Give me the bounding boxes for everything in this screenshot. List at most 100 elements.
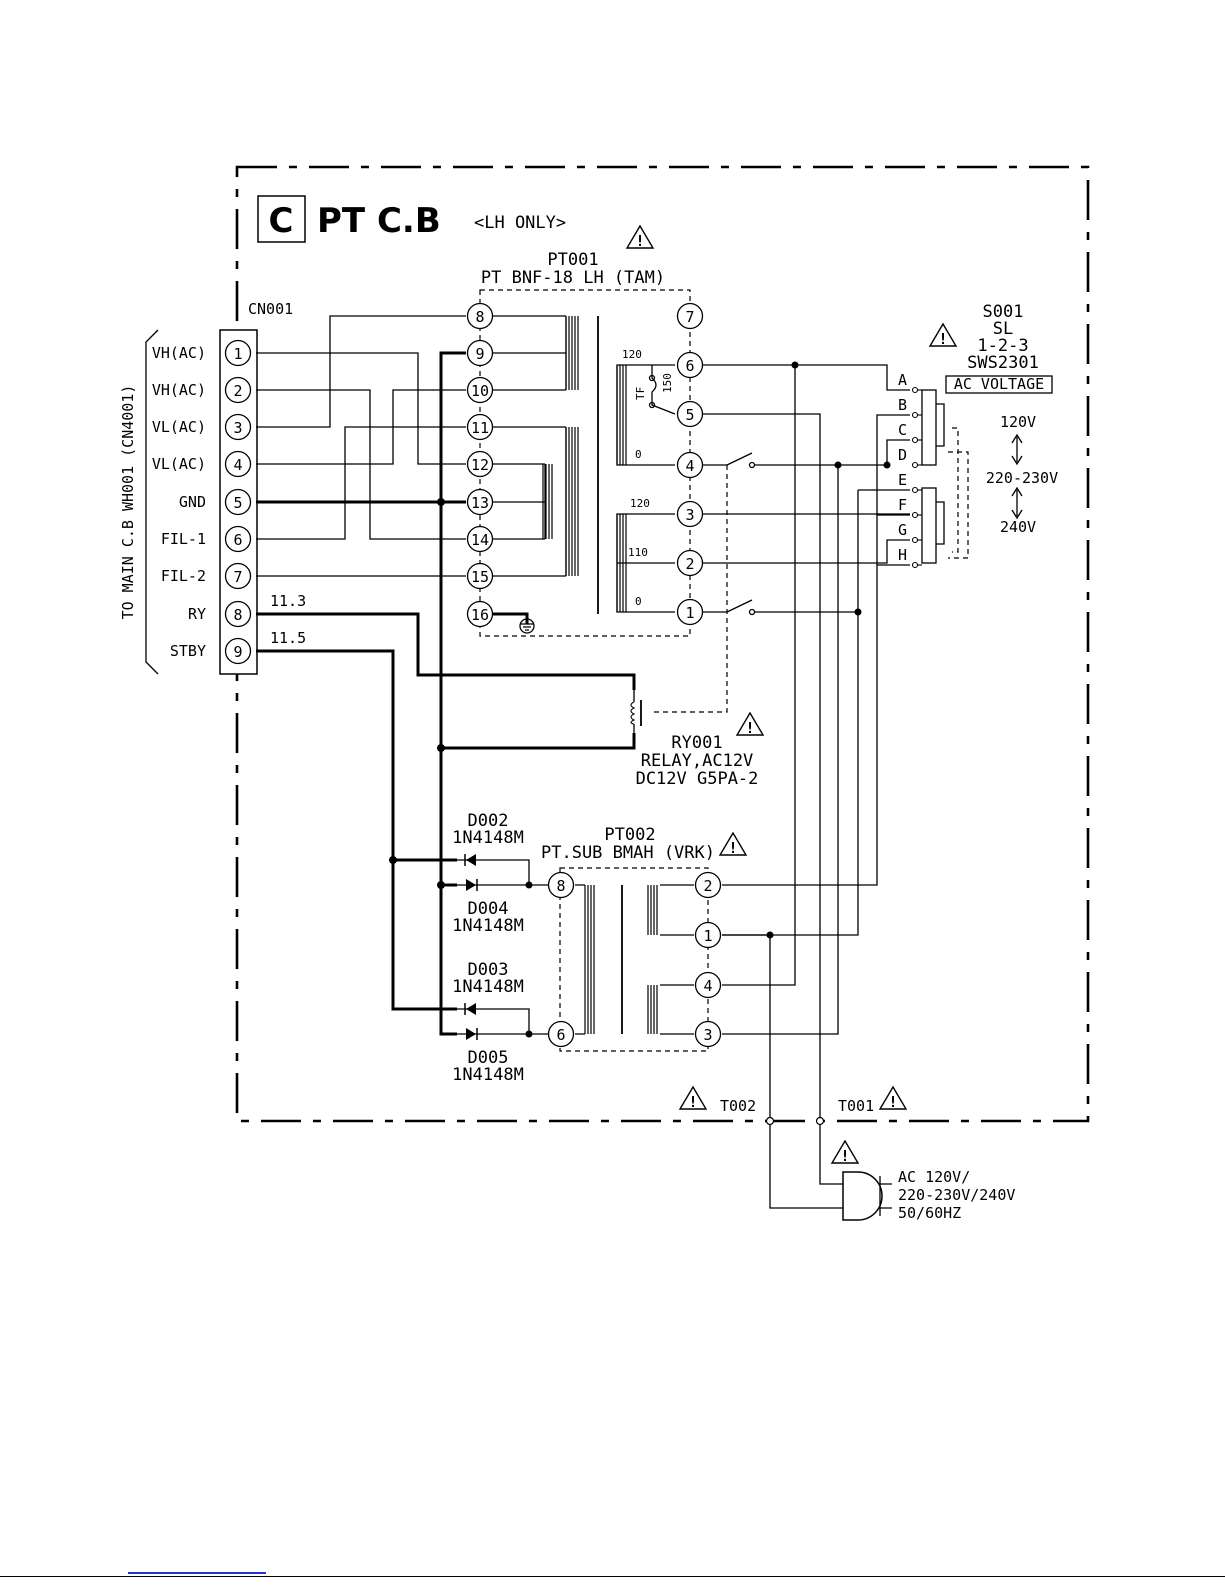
wire-d002-d004-pt002-8	[485, 859, 548, 886]
d005-part: 1N4148M	[452, 1065, 524, 1085]
pt001-pin-right: 4	[676, 451, 704, 479]
connector-pin-label: VL(AC)	[152, 455, 206, 473]
pt001-secondary-winding-a	[616, 365, 627, 465]
diodes: D002 1N4148M D004 1N4148M D003 1N4148M D…	[452, 811, 548, 1085]
t001-label: T001	[838, 1097, 874, 1115]
voltage-stby: 11.5	[270, 629, 306, 647]
tap-0a: 0	[635, 448, 642, 461]
pt001-pin-left: 9	[466, 339, 494, 367]
tap-120b: 120	[630, 497, 650, 510]
junction-dot	[389, 856, 397, 864]
connector-pin-3-number: 3	[233, 419, 242, 437]
tap-120a: 120	[622, 348, 642, 361]
relay-type: RELAY,AC12V	[641, 751, 754, 771]
pt001-pin-left: 14	[466, 525, 494, 553]
junction-dot	[437, 498, 445, 506]
warning-glyph: !	[688, 1093, 697, 1111]
pt002-pin-left-number: 8	[556, 877, 565, 895]
pt001-pin-left: 10	[466, 376, 494, 404]
warning-glyph: !	[728, 839, 737, 857]
d005-ref: D005	[468, 1048, 509, 1068]
pt002-ref: PT002	[604, 825, 655, 845]
terminal-t002	[765, 1116, 775, 1126]
voltage-ry: 11.3	[270, 592, 306, 610]
fuse-label: TF	[634, 387, 647, 400]
connector-bracket	[145, 329, 159, 675]
wire-cn8-ry	[256, 612, 636, 690]
s001-mech-link	[952, 427, 959, 553]
s001-contact	[911, 436, 919, 444]
pt002-pin-right: 2	[694, 871, 722, 899]
terminal-t001	[815, 1116, 825, 1126]
s001-slider-bottom	[921, 487, 937, 564]
title-letter: C	[269, 201, 294, 241]
pt001-pin-left-number: 8	[475, 308, 484, 326]
s001-contact	[911, 386, 919, 394]
wire-d003-d005-pt002-6	[485, 1008, 548, 1035]
junction-dot	[791, 361, 799, 369]
s001-part: SWS2301	[967, 353, 1039, 373]
warning-glyph: !	[938, 330, 947, 348]
connector-pin-label: FIL-1	[161, 530, 206, 548]
pt002-outline	[559, 867, 709, 1052]
d003-part: 1N4148M	[452, 977, 524, 997]
relay-ry001: RY001 RELAY,AC12V DC12V G5PA-2	[630, 690, 759, 789]
pt001-filament-winding	[565, 427, 579, 576]
ac-line3: 50/60HZ	[898, 1204, 961, 1222]
pt001-mid-leads	[493, 463, 545, 540]
connector-wires: 11.3 11.5	[256, 315, 636, 1036]
pt001-pin-right-number: 7	[685, 308, 694, 326]
ac-input: T002 T001 AC 120V/ 220-230V/240V 50/60HZ	[720, 931, 1015, 1222]
diode-icon	[457, 1003, 485, 1015]
warning-icon: !	[878, 1085, 908, 1111]
secondary-wires	[650, 361, 910, 1121]
board-frame	[235, 165, 1090, 1123]
wire-switch1-pt002-3	[722, 465, 839, 1035]
pt002-primary-leads	[575, 884, 585, 1035]
pt002-pin-right-number: 2	[703, 877, 712, 895]
connector-pin-label: VH(AC)	[152, 344, 206, 362]
s001-contact-label: H	[898, 546, 907, 564]
connector-pin-2-number: 2	[233, 382, 242, 400]
pt002-primary-winding	[584, 885, 595, 1034]
pt002-pin-right: 1	[694, 921, 722, 949]
connector-pin-4: 4	[224, 450, 252, 478]
junction-dot	[525, 881, 533, 889]
junction-dot	[834, 461, 842, 469]
s001-contact	[911, 411, 919, 419]
s001-slider-top	[921, 389, 937, 466]
connector-pin-7-number: 7	[233, 568, 242, 586]
pt002-pin-right-number: 1	[703, 927, 712, 945]
wire-pt001-2	[703, 539, 910, 564]
pt001-pin-left: 13	[466, 488, 494, 516]
board-title: C PT C.B <LH ONLY>	[257, 195, 566, 243]
connector-pin-4-number: 4	[233, 456, 242, 474]
connector-pins: 1VH(AC)2VH(AC)3VL(AC)4VL(AC)5GND6FIL-17F…	[152, 339, 252, 665]
relay-contact-2	[726, 599, 753, 613]
warning-glyph: !	[840, 1147, 849, 1165]
thermal-fuse	[651, 365, 676, 415]
connector-cn001: CN001 TO MAIN C.B WH001 (CN4001)	[119, 300, 293, 675]
wire-t002	[722, 934, 843, 1209]
d003-ref: D003	[468, 960, 509, 980]
pt002-pin-right: 4	[694, 971, 722, 999]
s001-contact-label: F	[898, 496, 907, 514]
title-note: <LH ONLY>	[474, 213, 566, 233]
pt001-primary-leads	[493, 315, 566, 391]
wire-gnd-bus	[439, 351, 466, 1036]
switch-s001: S001 SL 1-2-3 SWS2301 AC VOLTAGE 120V 22…	[921, 302, 1058, 564]
s001-contact	[911, 511, 919, 519]
connector-pin-5-number: 5	[233, 494, 242, 512]
connector-pin-label: VH(AC)	[152, 381, 206, 399]
relay-contact-1	[726, 452, 753, 466]
fuse-terminal	[648, 374, 656, 382]
t002-label: T002	[720, 1097, 756, 1115]
ac-plug-icon	[842, 1171, 883, 1221]
relay-part: DC12V G5PA-2	[636, 769, 759, 789]
warning-icon: !	[735, 711, 765, 737]
pt001-pin-right-number: 6	[685, 357, 694, 375]
pt001-filament-leads	[493, 426, 566, 577]
